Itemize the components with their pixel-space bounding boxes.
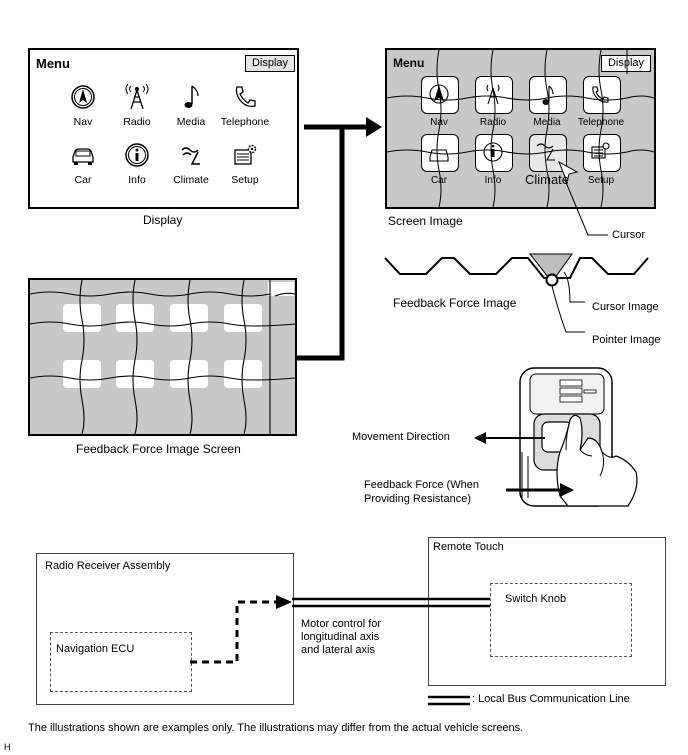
screen-cursor-icon: [558, 160, 579, 184]
menu-title: Menu: [36, 56, 70, 71]
feedback-force-grid: [30, 280, 295, 434]
telephone-icon: [235, 86, 256, 108]
motor-control-label-1: Motor control for: [301, 618, 382, 630]
menu-item-nav[interactable]: Nav: [56, 84, 110, 128]
legend-label: : Local Bus Communication Line: [472, 693, 630, 705]
menu-label-setup: Setup: [231, 174, 259, 186]
music-note-icon: [184, 85, 199, 108]
movement-direction-label: Movement Direction: [352, 431, 450, 443]
cursor-label: Cursor: [612, 229, 646, 241]
display-menu-panel: Menu Display Nav Radio Media Telephone C…: [28, 48, 299, 209]
climate-seat-icon: [181, 147, 200, 165]
menu-label-radio: Radio: [123, 116, 151, 128]
movement-direction-arrow: [474, 432, 545, 444]
feedback-force-image-screen: [28, 278, 297, 436]
menu-label-car: Car: [74, 174, 92, 186]
remote-touch-label: Remote Touch: [433, 541, 504, 553]
menu-label-climate: Climate: [173, 174, 209, 186]
display-caption: Display: [143, 213, 183, 227]
menu-label-telephone: Telephone: [220, 116, 270, 128]
merge-arrow: [296, 117, 382, 361]
menu-label-nav: Nav: [73, 116, 93, 128]
menu-item-telephone[interactable]: Telephone: [218, 84, 272, 128]
footnote: The illustrations shown are examples onl…: [28, 722, 524, 734]
corner-code: H: [4, 742, 11, 752]
nav-compass-icon: [71, 85, 95, 109]
navigation-ecu-label: Navigation ECU: [56, 643, 135, 655]
switch-knob-label: Switch Knob: [505, 593, 567, 605]
screen-label-info: Info: [484, 175, 502, 186]
menu-item-climate[interactable]: Climate: [164, 142, 218, 186]
motor-control-label-3: and lateral axis: [301, 644, 375, 656]
feedback-screen-caption: Feedback Force Image Screen: [76, 442, 241, 456]
radio-receiver-assembly-box: [36, 553, 294, 705]
switch-knob-box: [490, 583, 632, 657]
screen-label-setup: Setup: [587, 175, 615, 186]
screen-image-caption: Screen Image: [388, 214, 463, 228]
screen-label-climate: Climate: [524, 172, 570, 187]
feedback-force-wave: [384, 253, 649, 333]
menu-label-media: Media: [176, 116, 206, 128]
setup-gear-icon: [234, 144, 257, 165]
feedback-force-label-1: Feedback Force (When: [364, 479, 479, 491]
screen-tile-media[interactable]: [529, 76, 567, 114]
screen-label-media: Media: [533, 117, 561, 128]
feedback-force-label-2: Providing Resistance): [364, 493, 471, 505]
car-icon: [72, 148, 94, 165]
radio-receiver-assembly-label: Radio Receiver Assembly: [45, 560, 171, 572]
motor-control-label-2: longitudinal axis: [301, 631, 380, 643]
feedback-force-image-label: Feedback Force Image: [393, 296, 517, 310]
screen-display-button[interactable]: Display: [601, 55, 651, 72]
screen-label-telephone: Telephone: [577, 117, 625, 128]
info-icon: [125, 143, 149, 167]
feedback-force-arrow: [506, 483, 574, 497]
menu-item-setup[interactable]: Setup: [218, 142, 272, 186]
cursor-image-label: Cursor Image: [592, 301, 659, 313]
menu-item-car[interactable]: Car: [56, 142, 110, 186]
cursor-callout-line: [564, 179, 608, 236]
menu-item-media[interactable]: Media: [164, 84, 218, 128]
menu-item-radio[interactable]: Radio: [110, 84, 164, 128]
screen-image-panel: Menu Display Nav: [385, 48, 656, 209]
screen-icons-and-grid: [387, 50, 654, 207]
menu-label-info: Info: [128, 174, 146, 186]
remote-touch-box: [428, 537, 666, 686]
menu-item-info[interactable]: Info: [110, 142, 164, 186]
navigation-ecu-box: [50, 632, 192, 692]
screen-label-radio: Radio: [479, 117, 507, 128]
screen-menu-title: Menu: [393, 56, 425, 70]
pointer-image-label: Pointer Image: [592, 334, 661, 346]
radio-tower-icon: [125, 84, 149, 110]
screen-label-car: Car: [430, 175, 448, 186]
display-button[interactable]: Display: [245, 55, 295, 72]
screen-label-nav: Nav: [430, 117, 448, 128]
